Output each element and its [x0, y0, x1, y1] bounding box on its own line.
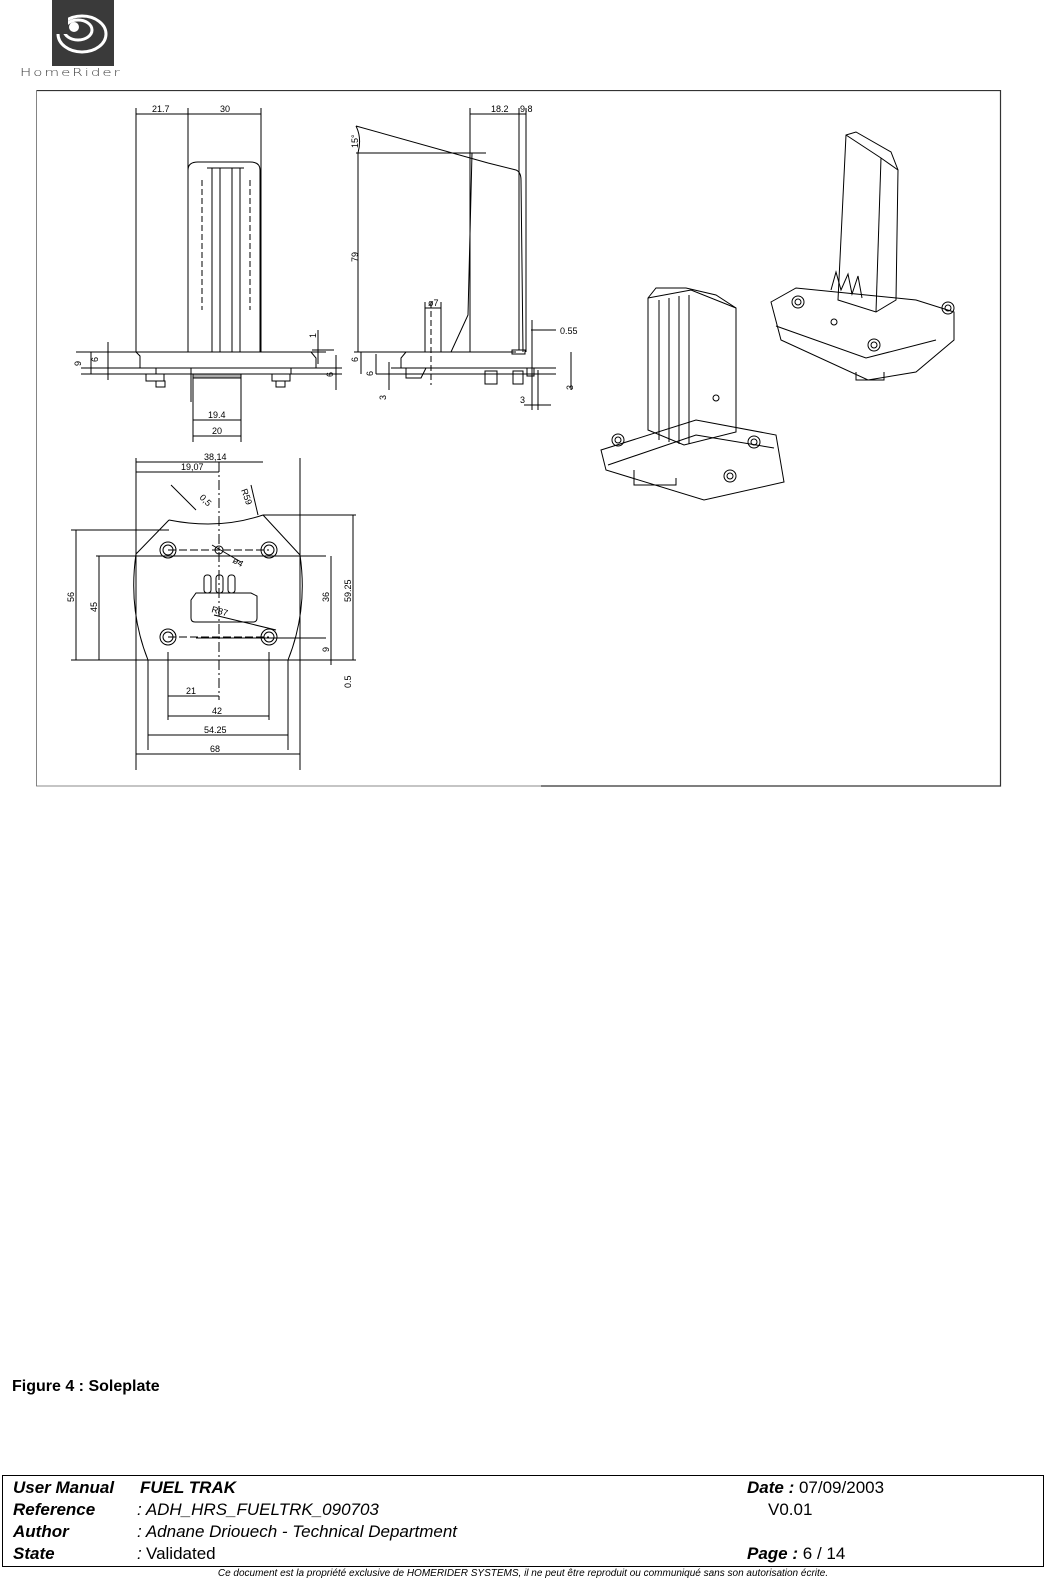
dim-20: 20	[212, 426, 222, 436]
page-field: Page : 6 / 14	[747, 1543, 845, 1565]
dim-18-2: 18.2	[491, 104, 509, 114]
dim-38-14: 38,14	[204, 452, 227, 462]
date-field: Date : 07/09/2003	[747, 1477, 884, 1499]
dim-68: 68	[210, 744, 220, 754]
dim-dia-4: ø4	[231, 555, 245, 569]
dim-6-b: 6	[365, 371, 375, 376]
dim-45: 45	[89, 602, 99, 612]
state-value: Validated	[146, 1544, 216, 1563]
dim-0-55: 0.55	[560, 326, 578, 336]
dim-15-deg: 15°	[350, 134, 360, 148]
dim-42: 42	[212, 706, 222, 716]
isometric-view-front	[600, 287, 785, 501]
isometric-view-back	[770, 131, 955, 381]
author-value: : Adnane Driouech - Technical Department	[137, 1522, 458, 1541]
dim-3-a: 3	[378, 395, 388, 400]
figure-caption: Figure 4 : Soleplate	[12, 1378, 160, 1395]
soleplate-technical-drawing: 21.7 30 9 6 1 6 19.4 20 18.2 9.8 15° 79 …	[36, 89, 1011, 796]
dim-r87: R87	[210, 604, 229, 618]
document-footer: User Manual FUEL TRAK Date : 07/09/2003 …	[2, 1475, 1044, 1567]
logo-wordmark: HomeRider	[20, 66, 122, 79]
dim-6-right: 6	[325, 372, 335, 377]
state-prefix: :	[137, 1544, 142, 1563]
dim-0-5-chamfer: 0,5	[198, 492, 214, 508]
dim-3-c: 3	[565, 385, 575, 390]
logo-swirl-icon	[52, 0, 114, 66]
top-view-dimensions: 38,14 19,07 0,5 R59 ø4 R87 56 45 36 59.2…	[66, 452, 353, 754]
front-view-dimensions: 21.7 30 9 6 1 6 19.4 20	[73, 104, 335, 436]
dim-3-b: 3	[520, 395, 525, 405]
date-label: Date :	[747, 1478, 795, 1497]
dim-21-7: 21.7	[152, 104, 170, 114]
page-label: Page :	[747, 1544, 799, 1563]
dim-0-5: 0.5	[343, 675, 353, 688]
author-label: Author	[13, 1522, 69, 1541]
reference-value: : ADH_HRS_FUELTRK_090703	[137, 1500, 379, 1519]
state-label: State	[13, 1544, 55, 1563]
dim-21: 21	[186, 686, 196, 696]
dim-19-4: 19.4	[208, 410, 226, 420]
product-name: FUEL TRAK	[140, 1478, 237, 1497]
confidentiality-notice: Ce document est la propriété exclusive d…	[217, 1568, 829, 1579]
dim-79: 79	[350, 252, 360, 262]
dim-54-25: 54.25	[204, 725, 227, 735]
version-value: V0.01	[768, 1500, 813, 1519]
dim-dia-7: ø7	[428, 298, 439, 308]
dim-56: 56	[66, 592, 76, 602]
page-value: 6 / 14	[802, 1544, 846, 1563]
homerider-logo: HomeRider	[10, 0, 155, 84]
dim-1: 1	[308, 333, 318, 338]
dim-30: 30	[220, 104, 230, 114]
dim-9-8: 9.8	[520, 104, 533, 114]
dim-36: 36	[321, 592, 331, 602]
dim-6-a: 6	[350, 357, 360, 362]
date-value: 07/09/2003	[798, 1478, 885, 1497]
side-view-dimensions: 18.2 9.8 15° 79 ø7 0.55 6 6 3 3 3	[350, 104, 578, 405]
dim-9-top: 9	[321, 647, 331, 652]
dim-59-25: 59.25	[343, 579, 353, 602]
reference-label: Reference	[13, 1500, 96, 1519]
dim-9: 9	[73, 361, 83, 366]
dim-6: 6	[90, 357, 100, 362]
doc-type-label: User Manual	[13, 1478, 115, 1497]
dim-19-07: 19,07	[181, 462, 204, 472]
